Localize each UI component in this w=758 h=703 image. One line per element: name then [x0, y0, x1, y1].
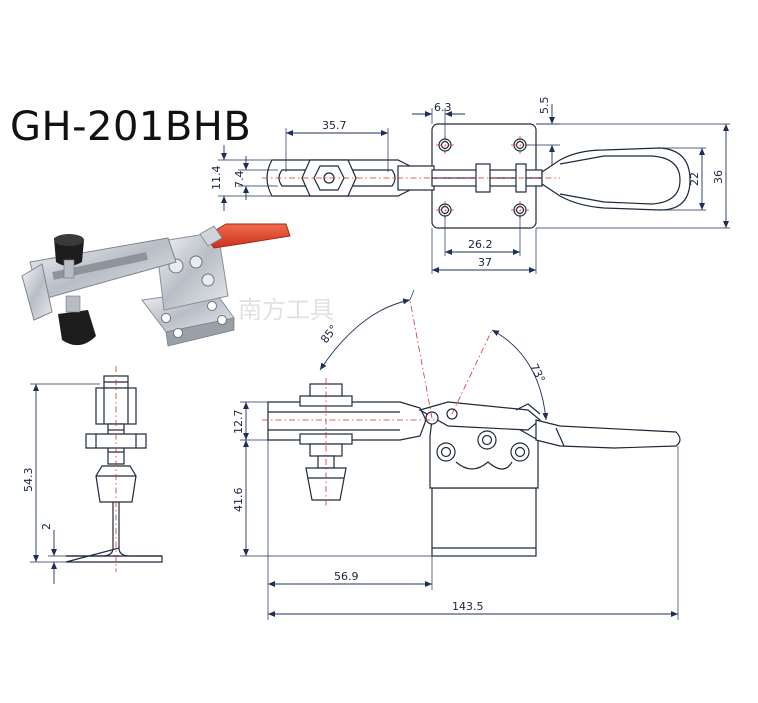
dim-7-4: 7.4 — [233, 171, 246, 189]
dim-36: 36 — [712, 170, 725, 184]
dim-5-5: 5.5 — [538, 97, 551, 115]
dim-143-5: 143.5 — [452, 600, 484, 613]
angle-85: 85° — [318, 322, 340, 345]
front-view-base — [431, 487, 537, 557]
dim-22: 22 — [688, 172, 701, 186]
front-view: 85° 73° 12.7 41.6 56.9 143.5 — [232, 289, 681, 620]
top-view: 35.7 6.3 5.5 11.4 7.4 22 36 — [210, 97, 730, 274]
dim-56-9: 56.9 — [334, 570, 359, 583]
dim-12-7: 12.7 — [232, 410, 245, 435]
angle-73: 73° — [527, 362, 547, 385]
dim-54-3: 54.3 — [22, 468, 35, 493]
dim-2: 2 — [40, 523, 53, 530]
toggle-clamp-photo-icon — [21, 223, 291, 347]
dim-6-3: 6.3 — [434, 101, 452, 114]
dim-11-4: 11.4 — [210, 166, 223, 191]
side-view: 54.3 2 — [22, 366, 163, 584]
model-title: GH-201BHB — [10, 104, 252, 150]
dim-26-2: 26.2 — [468, 238, 493, 251]
dim-41-6: 41.6 — [232, 488, 245, 513]
dim-35-7: 35.7 — [322, 119, 347, 132]
watermark: 南方工具 — [238, 296, 334, 324]
dim-37: 37 — [478, 256, 492, 269]
